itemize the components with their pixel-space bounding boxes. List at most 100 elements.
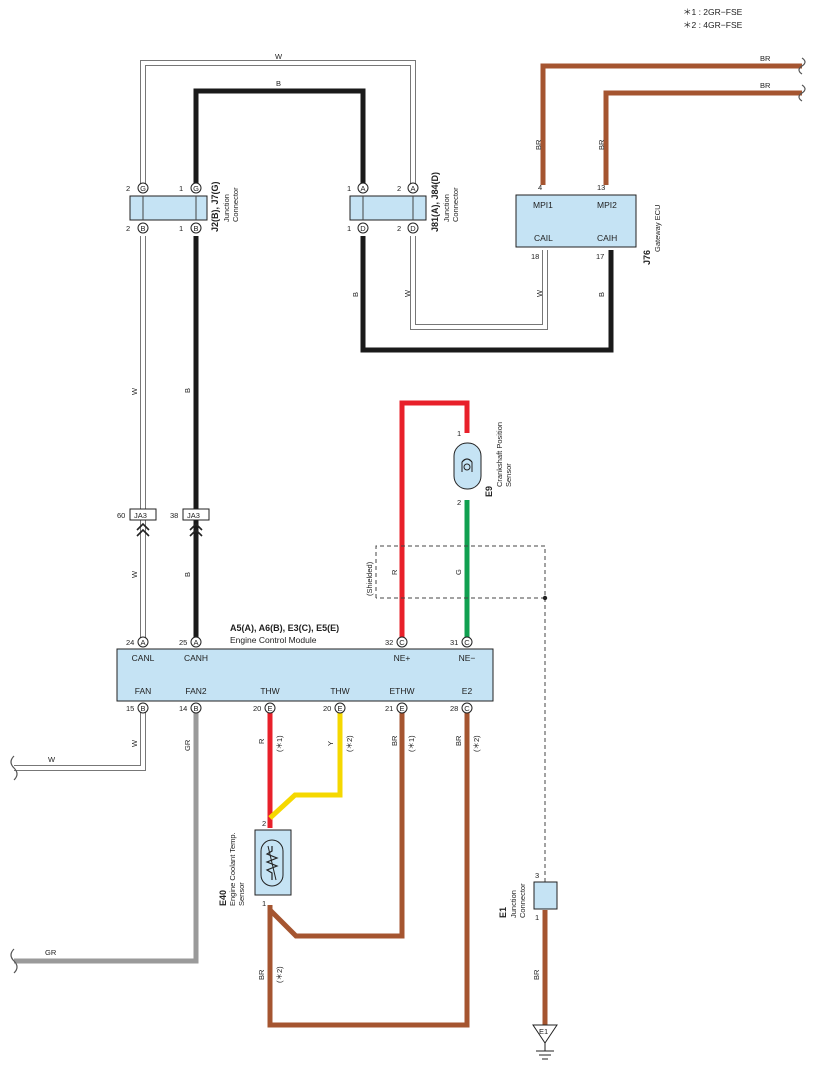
gateway-mpi2: MPI2 [597,200,617,210]
wire-break-4 [10,948,18,974]
pin-j2-top1: 2 G [126,182,149,194]
e40-name-2: Sensor [237,882,246,906]
svg-text:1: 1 [347,184,351,193]
junction-connector-j81 [349,195,427,221]
wire-br-mpi1 [540,63,802,185]
gateway-cail: CAIL [534,233,553,243]
wire-break-2 [798,84,806,102]
ecm-bottom-pin-2: 14 B FAN2 [179,686,207,714]
e40-name-1: Engine Coolant Temp. [228,832,237,906]
wire-label-br-e40: BR [257,969,266,980]
wire-br-e2 [267,710,470,1028]
svg-text:C: C [464,638,470,647]
svg-text:1: 1 [179,224,183,233]
svg-text:2: 2 [397,224,401,233]
variant-ethw-1: (＊1) [407,735,416,752]
note-2: ＊2 : 4GR−FSE [683,20,743,30]
wire-label-b-j81: B [351,292,360,297]
svg-text:D: D [360,224,366,233]
e9-id-label: E9 [484,486,494,497]
wire-br-mpi2 [603,90,802,185]
pin-j81-bot1: 1 D [347,222,369,234]
wire-w-top [140,60,416,185]
e1-id-label: E1 [498,907,508,918]
wire-label-br-mpi2: BR [597,139,606,150]
wire-w-gateway [410,236,548,330]
wire-label-br-e1: BR [532,969,541,980]
wire-label-w-fan: W [130,739,139,747]
wire-label-r-ne: R [390,569,399,575]
svg-text:D: D [410,224,416,233]
j2-name-1: Junction [222,194,231,222]
svg-text:38: 38 [170,511,178,520]
svg-text:B: B [193,224,198,233]
ground-symbol [532,1024,558,1060]
junction-connector-j2 [129,195,208,221]
svg-text:E2: E2 [462,686,473,696]
wire-label-gr-h: GR [45,948,57,957]
connector-ja3-w: 60 JA3 [117,508,157,537]
pin-j2-bot2: 1 B [179,222,202,234]
gateway-n17: 17 [596,252,604,261]
variant-e2-2: (＊2) [472,735,481,752]
svg-text:C: C [399,638,405,647]
wire-label-g-ne: G [454,569,463,575]
svg-text:A: A [410,184,415,193]
gateway-n4: 4 [538,183,542,192]
variant-e40-2: (＊2) [275,966,284,983]
engine-coolant-temp-sensor [254,829,292,896]
gateway-n13: 13 [597,183,605,192]
svg-text:2: 2 [126,184,130,193]
wire-gr-fan2 [14,710,199,964]
pin-j81-bot2: 2 D [397,222,419,234]
svg-text:14: 14 [179,704,187,713]
gateway-id-label: J76 [642,250,652,265]
svg-text:FAN2: FAN2 [185,686,207,696]
pin-j81-top2: 2 A [397,182,419,194]
wire-label-w-left1: W [130,387,139,395]
svg-text:60: 60 [117,511,125,520]
wire-label-br-2: BR [760,81,771,90]
svg-text:2: 2 [126,224,130,233]
svg-text:B: B [140,224,145,233]
e9-p2: 2 [457,498,461,507]
wire-label-w-left2: W [130,570,139,578]
gateway-caih: CAIH [597,233,617,243]
shielded-label: (Shielded) [365,561,374,596]
wire-label-w-j81: W [403,289,412,297]
e1-name-2: Connector [518,883,527,918]
e1-p3: 3 [535,871,539,880]
svg-text:JA3: JA3 [187,511,200,520]
svg-text:FAN: FAN [135,686,152,696]
svg-text:2: 2 [397,184,401,193]
e9-p1: 1 [457,429,461,438]
wire-label-b-left1: B [183,388,192,393]
wire-r-ne-plus [399,400,470,640]
wire-label-b-left2: B [183,572,192,577]
wire-br-ethw [268,710,405,939]
wire-label-y-thw: Y [326,741,335,746]
svg-text:JA3: JA3 [134,511,147,520]
j81-name-1: Junction [442,194,451,222]
wire-w-fan [14,710,146,771]
svg-text:E: E [267,704,272,713]
wire-label-b-top: B [276,79,281,88]
pin-j81-top1: 1 A [347,182,369,194]
svg-text:C: C [464,704,470,713]
svg-text:E: E [337,704,342,713]
svg-text:B: B [193,704,198,713]
svg-text:THW: THW [330,686,349,696]
svg-text:CANL: CANL [132,653,155,663]
wire-label-w-fan-h: W [48,755,56,764]
svg-text:E: E [399,704,404,713]
svg-text:CANH: CANH [184,653,208,663]
wire-b-gateway [360,236,614,353]
